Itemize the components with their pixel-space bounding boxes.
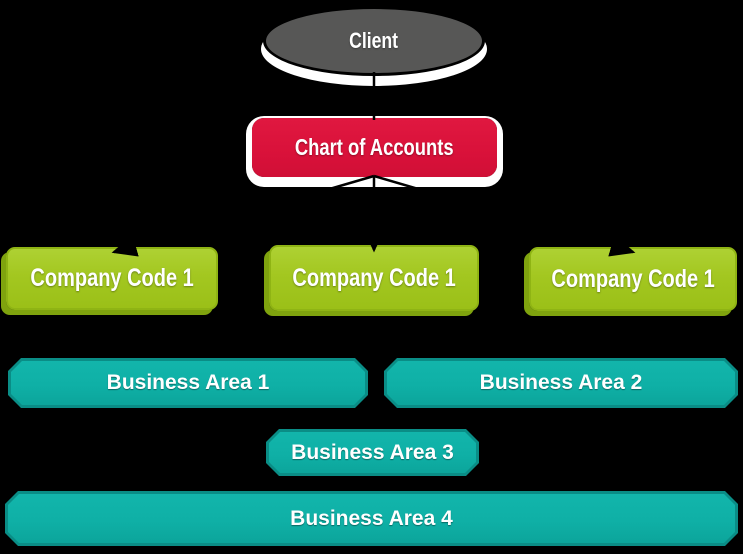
business-area-inner-3: Business Area 3 bbox=[269, 432, 476, 473]
chart-of-accounts-node: Chart of Accounts bbox=[252, 118, 497, 177]
client-node: Client bbox=[263, 6, 485, 76]
business-area-label-2: Business Area 2 bbox=[479, 371, 643, 394]
connector-coa-to-cc3 bbox=[373, 174, 636, 257]
company-code-label-3: Company Code 1 bbox=[551, 264, 715, 293]
client-label: Client bbox=[349, 28, 399, 53]
chart-of-accounts-label: Chart of Accounts bbox=[295, 134, 454, 160]
company-code-node-3: Company Code 1 bbox=[529, 247, 737, 311]
company-code-label-1: Company Code 1 bbox=[30, 264, 194, 292]
business-area-inner-4: Business Area 4 bbox=[8, 494, 735, 543]
business-area-label-4: Business Area 4 bbox=[290, 506, 453, 530]
business-area-inner-1: Business Area 1 bbox=[11, 361, 365, 405]
business-area-label-1: Business Area 1 bbox=[106, 371, 270, 394]
business-area-node-1: Business Area 1 bbox=[8, 358, 368, 408]
connector-coa-to-cc1 bbox=[111, 174, 375, 257]
business-area-node-3: Business Area 3 bbox=[266, 429, 479, 476]
business-area-node-4: Business Area 4 bbox=[5, 491, 738, 546]
company-code-label-2: Company Code 1 bbox=[292, 263, 456, 292]
company-code-node-1: Company Code 1 bbox=[6, 247, 218, 310]
business-area-inner-2: Business Area 2 bbox=[387, 361, 735, 405]
business-area-label-3: Business Area 3 bbox=[291, 440, 454, 464]
company-code-node-2: Company Code 1 bbox=[269, 245, 479, 311]
business-area-node-2: Business Area 2 bbox=[384, 358, 738, 408]
